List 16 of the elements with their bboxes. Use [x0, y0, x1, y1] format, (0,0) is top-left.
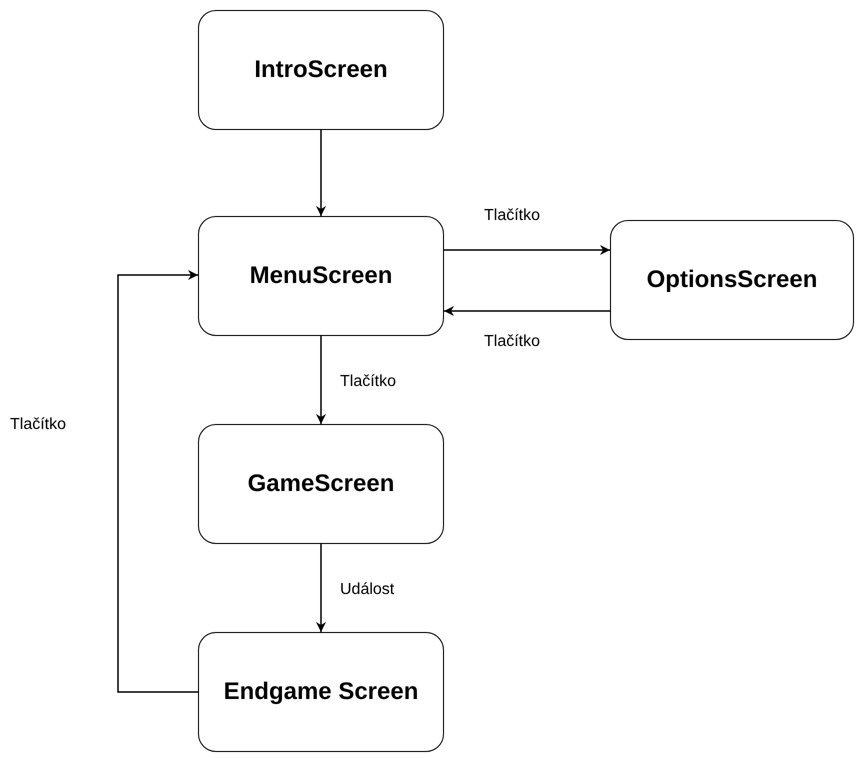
- arrow: [444, 306, 610, 316]
- screen-name: IntroScreen: [254, 54, 388, 85]
- screen-box: [198, 632, 444, 752]
- arrow: [444, 245, 610, 255]
- screen-name: MenuScreen: [250, 260, 392, 291]
- arrow: [316, 544, 326, 632]
- screen-box: [198, 216, 444, 336]
- arrow: [316, 336, 326, 424]
- screen-name: Endgame Screen: [224, 676, 418, 707]
- arrow: [117, 270, 198, 693]
- screen-name: OptionsScreen: [646, 264, 818, 295]
- screen-box: [610, 220, 854, 340]
- screen-box: [198, 10, 444, 130]
- arrow: [316, 130, 326, 216]
- screen-name: GameScreen: [248, 468, 394, 499]
- screen-box: [198, 424, 444, 544]
